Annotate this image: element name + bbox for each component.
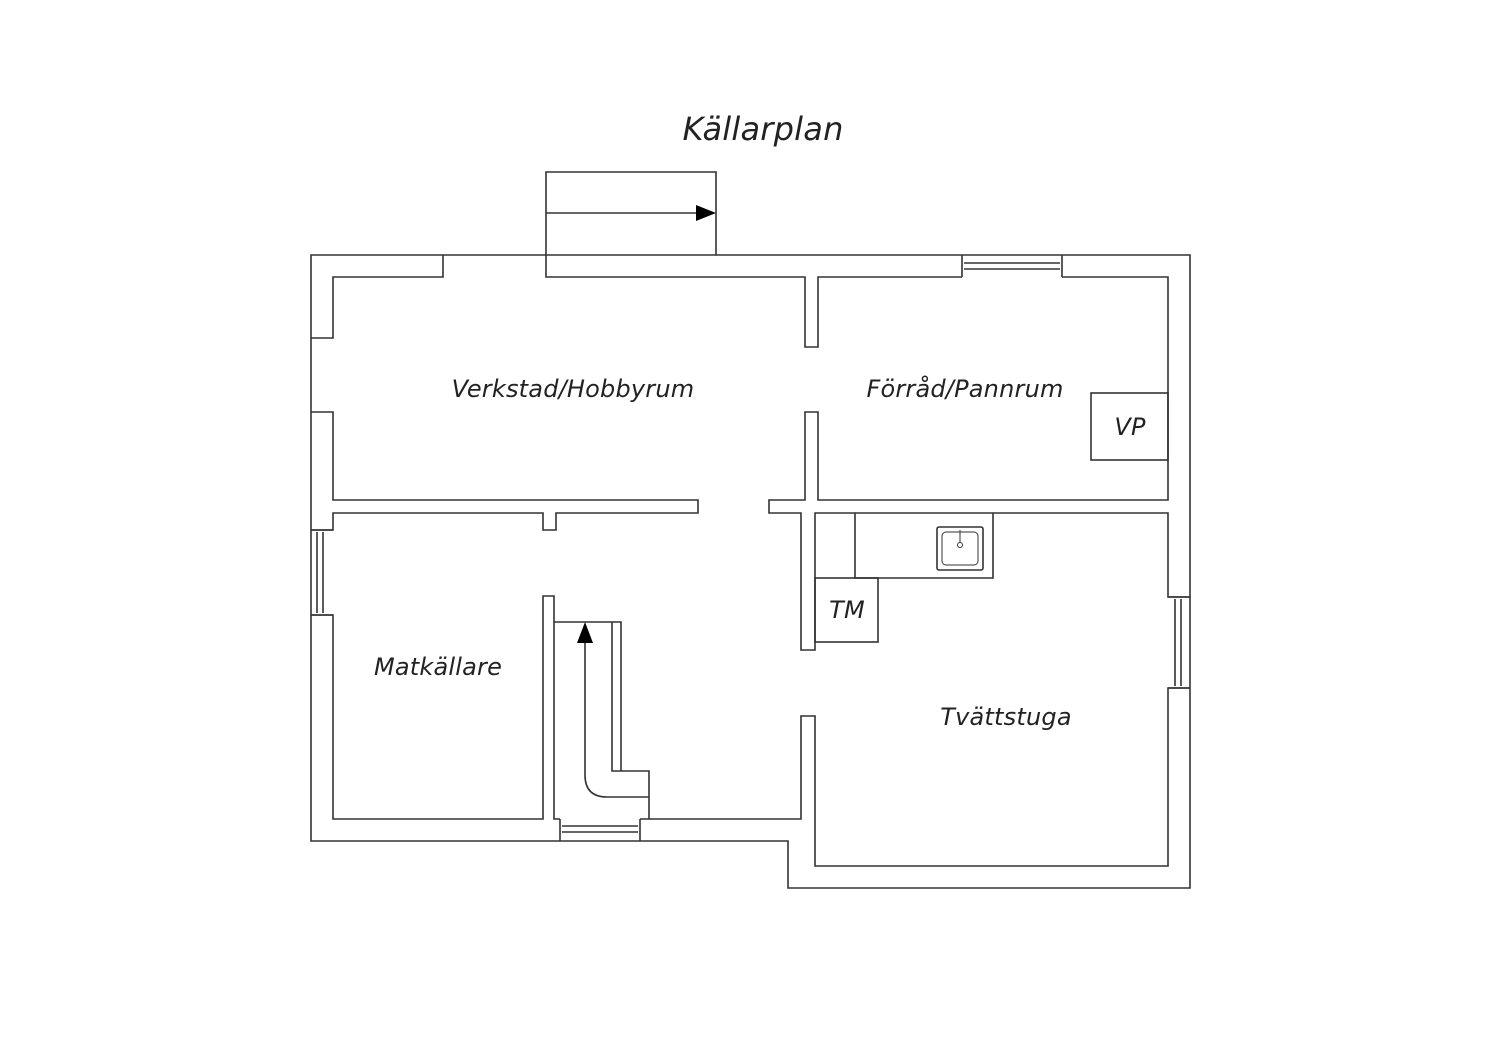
- wall-laundry-north: [768, 276, 1190, 651]
- sink-icon: [936, 526, 984, 571]
- room-label-laundry: Tvättstuga: [940, 703, 1072, 731]
- counter: [854, 513, 994, 579]
- heat-pump-box: [1090, 392, 1169, 461]
- room-label-storage: Förråd/Pannrum: [866, 375, 1064, 403]
- interior-stairs: [554, 621, 650, 819]
- outer-wall: [310, 254, 1191, 889]
- room-label-heat-pump: VP: [1114, 413, 1146, 441]
- wall-laundry: [640, 687, 1190, 867]
- room-label-food-cellar: Matkällare: [373, 653, 503, 681]
- window-left: [311, 529, 333, 616]
- arrow-up-icon: [577, 622, 593, 643]
- wall-top-left: [311, 255, 444, 339]
- window-bottom: [559, 819, 641, 841]
- window-top: [961, 255, 1063, 277]
- wall-storage-north: [545, 255, 962, 348]
- room-label-workshop: Verkstad/Hobbyrum: [451, 375, 695, 403]
- dryer-box: [814, 577, 879, 643]
- wall-workshop-south: [311, 411, 699, 531]
- wall-food-cellar: [311, 595, 560, 820]
- plan-title: Källarplan: [682, 110, 844, 148]
- window-right: [1168, 596, 1190, 689]
- arrow-right-icon: [696, 205, 716, 221]
- entrance-stairs: [545, 171, 717, 255]
- room-label-dryer: TM: [829, 596, 865, 624]
